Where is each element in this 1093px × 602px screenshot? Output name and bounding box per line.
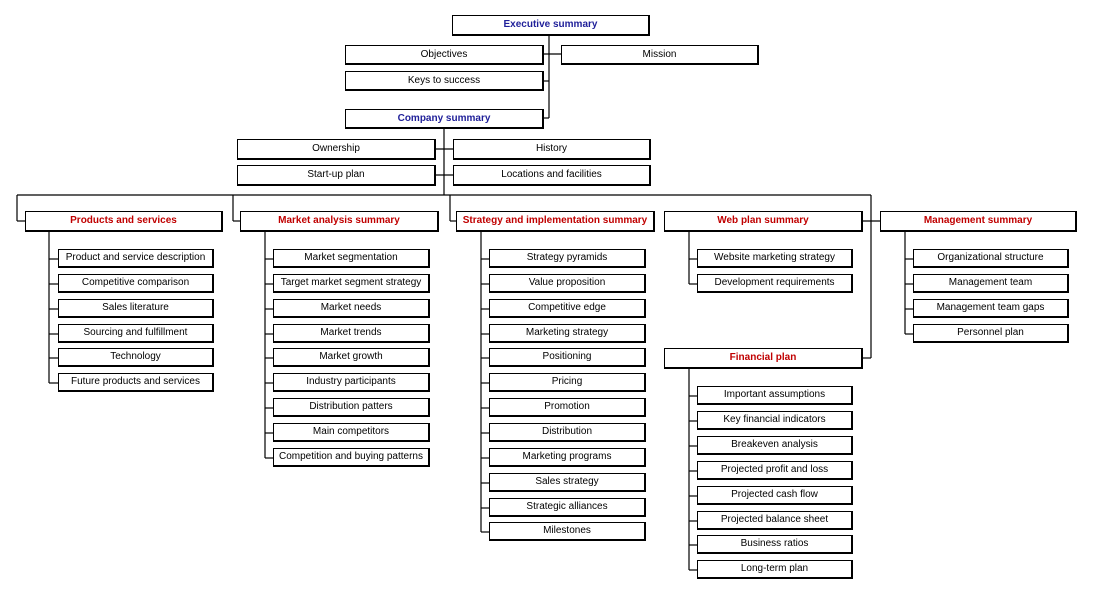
market-item: Main competitors: [273, 423, 430, 442]
products-item: Sales literature: [58, 299, 214, 318]
strategy-item: Strategy pyramids: [489, 249, 646, 268]
web-item: Development requirements: [697, 274, 853, 293]
ownership-node: Ownership: [237, 139, 436, 160]
financial-item: Breakeven analysis: [697, 436, 853, 455]
strategy-item: Distribution: [489, 423, 646, 442]
financial-item: Long-term plan: [697, 560, 853, 579]
products-services-header: Products and services: [25, 211, 223, 232]
market-analysis-header: Market analysis summary: [240, 211, 439, 232]
strategy-item: Marketing strategy: [489, 324, 646, 343]
strategy-item: Promotion: [489, 398, 646, 417]
strategy-item: Marketing programs: [489, 448, 646, 467]
management-summary-header: Management summary: [880, 211, 1077, 232]
strategy-item: Milestones: [489, 522, 646, 541]
products-item: Technology: [58, 348, 214, 367]
startup-plan-node: Start-up plan: [237, 165, 436, 186]
management-item: Management team gaps: [913, 299, 1069, 318]
company-summary-node: Company summary: [345, 109, 544, 129]
strategy-item: Competitive edge: [489, 299, 646, 318]
web-item: Website marketing strategy: [697, 249, 853, 268]
strategy-item: Positioning: [489, 348, 646, 367]
locations-node: Locations and facilities: [453, 165, 651, 186]
management-item: Management team: [913, 274, 1069, 293]
market-item: Market trends: [273, 324, 430, 343]
history-node: History: [453, 139, 651, 160]
objectives-node: Objectives: [345, 45, 544, 65]
products-item: Competitive comparison: [58, 274, 214, 293]
keys-to-success-node: Keys to success: [345, 71, 544, 91]
market-item: Target market segment strategy: [273, 274, 430, 293]
financial-item: Projected cash flow: [697, 486, 853, 505]
management-item: Personnel plan: [913, 324, 1069, 343]
strategy-item: Sales strategy: [489, 473, 646, 492]
market-item: Distribution patters: [273, 398, 430, 417]
financial-item: Important assumptions: [697, 386, 853, 405]
financial-item: Projected profit and loss: [697, 461, 853, 480]
financial-item: Projected balance sheet: [697, 511, 853, 530]
market-item: Competition and buying patterns: [273, 448, 430, 467]
products-item: Sourcing and fulfillment: [58, 324, 214, 343]
web-plan-header: Web plan summary: [664, 211, 863, 232]
financial-item: Key financial indicators: [697, 411, 853, 430]
strategy-implementation-header: Strategy and implementation summary: [456, 211, 655, 232]
financial-item: Business ratios: [697, 535, 853, 554]
mission-node: Mission: [561, 45, 759, 65]
strategy-item: Pricing: [489, 373, 646, 392]
market-item: Market segmentation: [273, 249, 430, 268]
strategy-item: Value proposition: [489, 274, 646, 293]
management-item: Organizational structure: [913, 249, 1069, 268]
strategy-item: Strategic alliances: [489, 498, 646, 517]
executive-summary-node: Executive summary: [452, 15, 650, 36]
financial-plan-header: Financial plan: [664, 348, 863, 369]
market-item: Market needs: [273, 299, 430, 318]
products-item: Future products and services: [58, 373, 214, 392]
market-item: Industry participants: [273, 373, 430, 392]
market-item: Market growth: [273, 348, 430, 367]
products-item: Product and service description: [58, 249, 214, 268]
